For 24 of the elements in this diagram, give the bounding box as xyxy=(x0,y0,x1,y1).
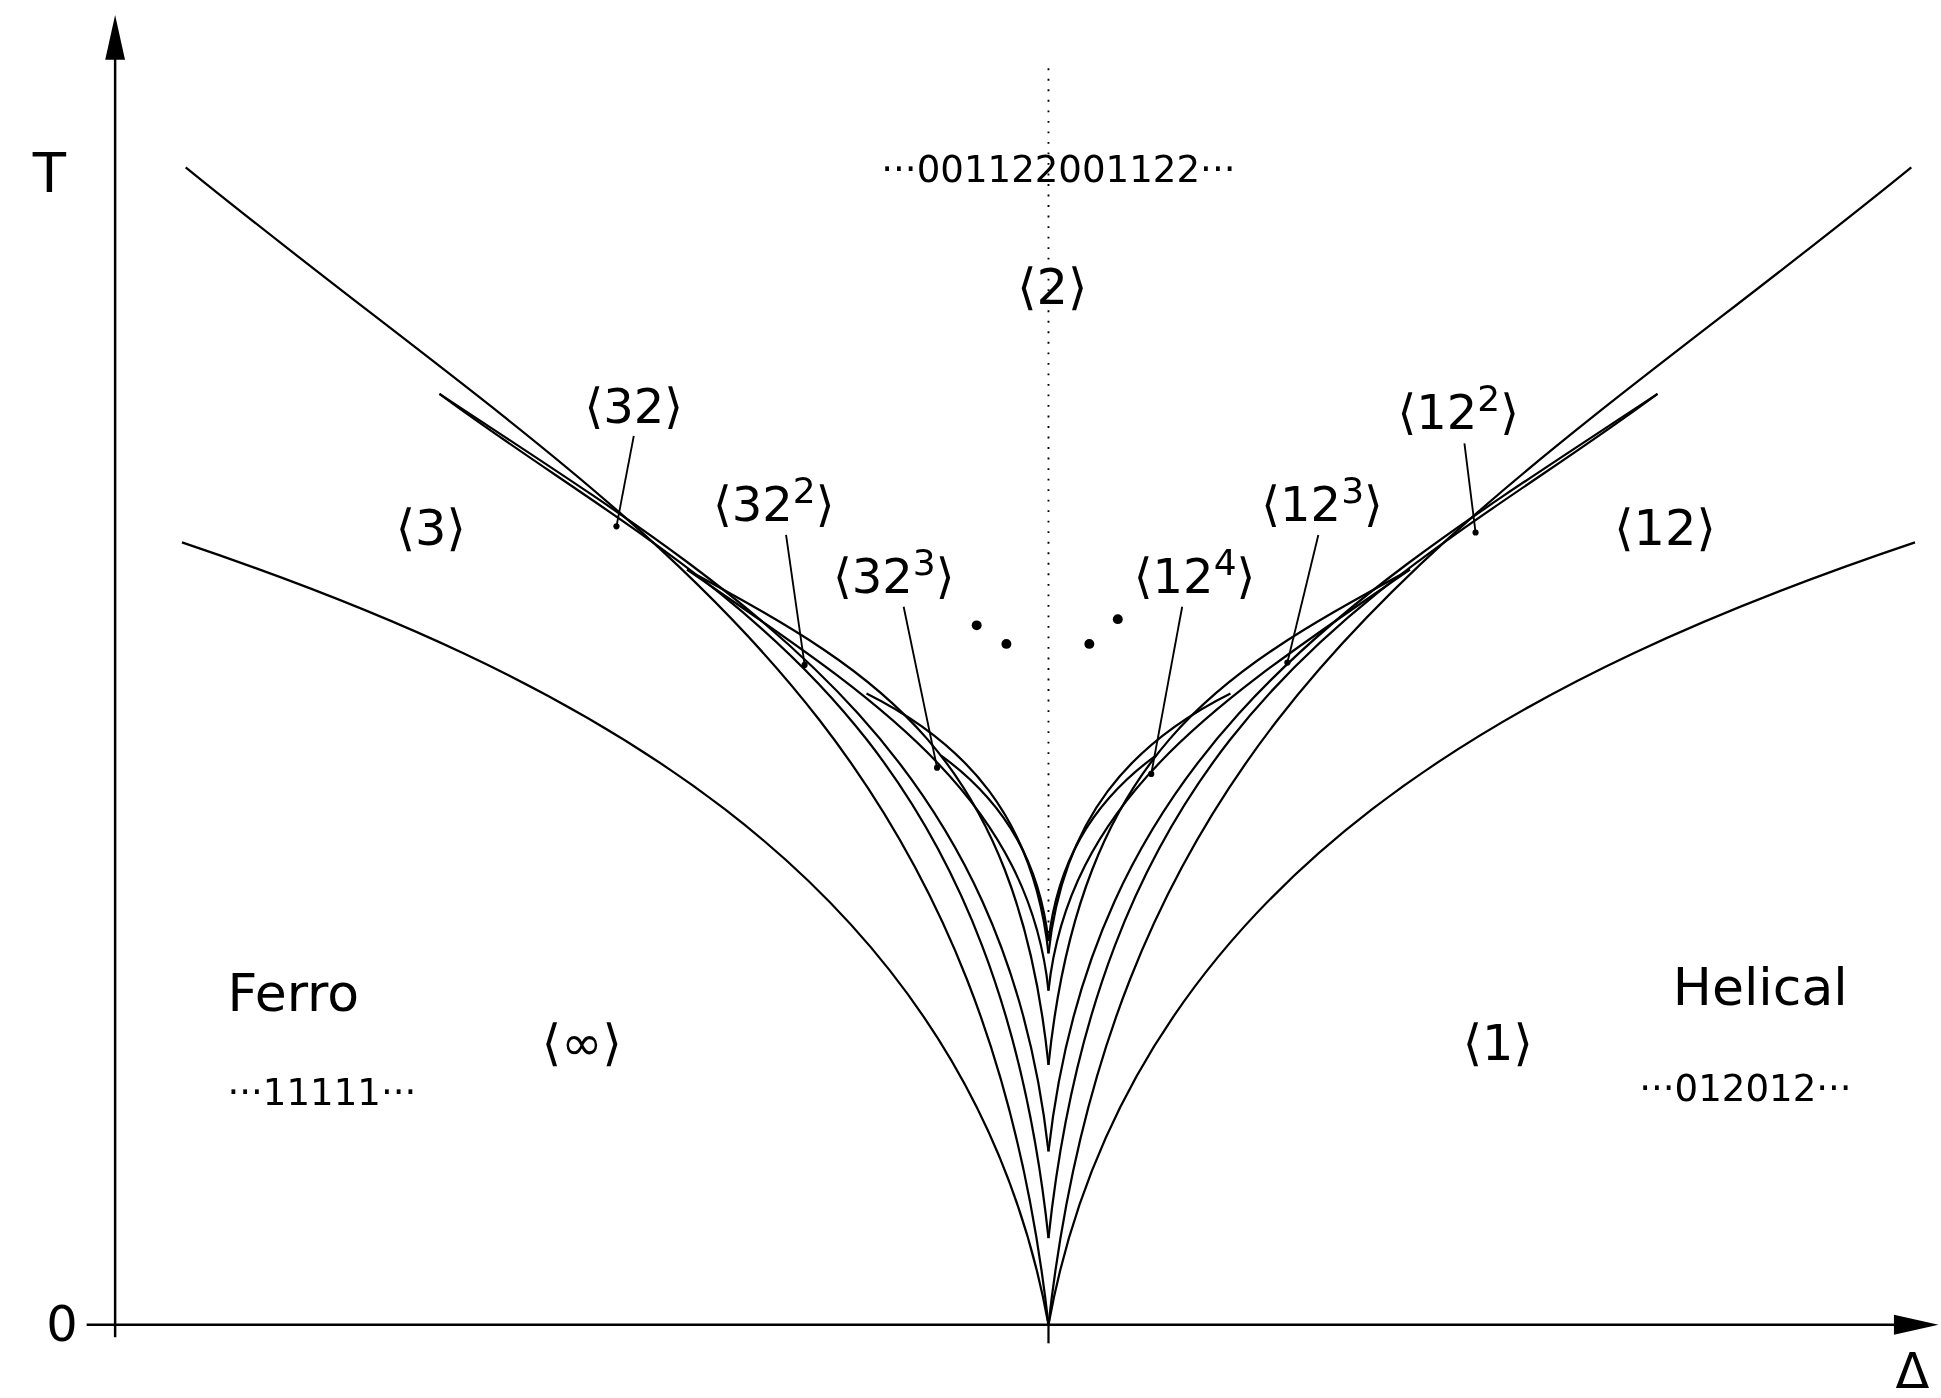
sequence-label: ···001122001122··· xyxy=(881,151,1236,189)
axis-label: 0 xyxy=(46,1299,78,1350)
axis-label: T xyxy=(32,146,67,201)
phase-label: ⟨12$^{4}$⟩ xyxy=(1133,551,1256,600)
axis-label: Δ xyxy=(1895,1346,1930,1397)
phase-label: ⟨32$^{3}$⟩ xyxy=(833,551,955,600)
leader-line xyxy=(785,534,808,669)
leader-line xyxy=(1148,605,1184,777)
leader-line xyxy=(902,605,941,771)
phase-label: ⟨32$^{2}$⟩ xyxy=(712,479,835,528)
phase-label: ⟨32⟩ xyxy=(584,382,684,430)
phase-label: ⟨3⟩ xyxy=(395,503,466,554)
region-label: Helical xyxy=(1672,960,1848,1013)
leader-line xyxy=(1284,534,1320,666)
leader-line xyxy=(1463,442,1479,536)
sequence-label: ···012012··· xyxy=(1639,1070,1852,1108)
phase-label: ⟨2⟩ xyxy=(1017,263,1088,314)
phase-label: ⟨12⟩ xyxy=(1614,503,1716,554)
phase-label: ⟨∞⟩ xyxy=(541,1018,622,1069)
sequence-label: ···11111··· xyxy=(227,1074,417,1112)
region-label: Ferro xyxy=(227,966,360,1019)
leader-line xyxy=(613,435,635,530)
phase-label: ⟨1⟩ xyxy=(1462,1018,1533,1069)
phase-label: ⟨12$^{3}$⟩ xyxy=(1261,479,1383,528)
